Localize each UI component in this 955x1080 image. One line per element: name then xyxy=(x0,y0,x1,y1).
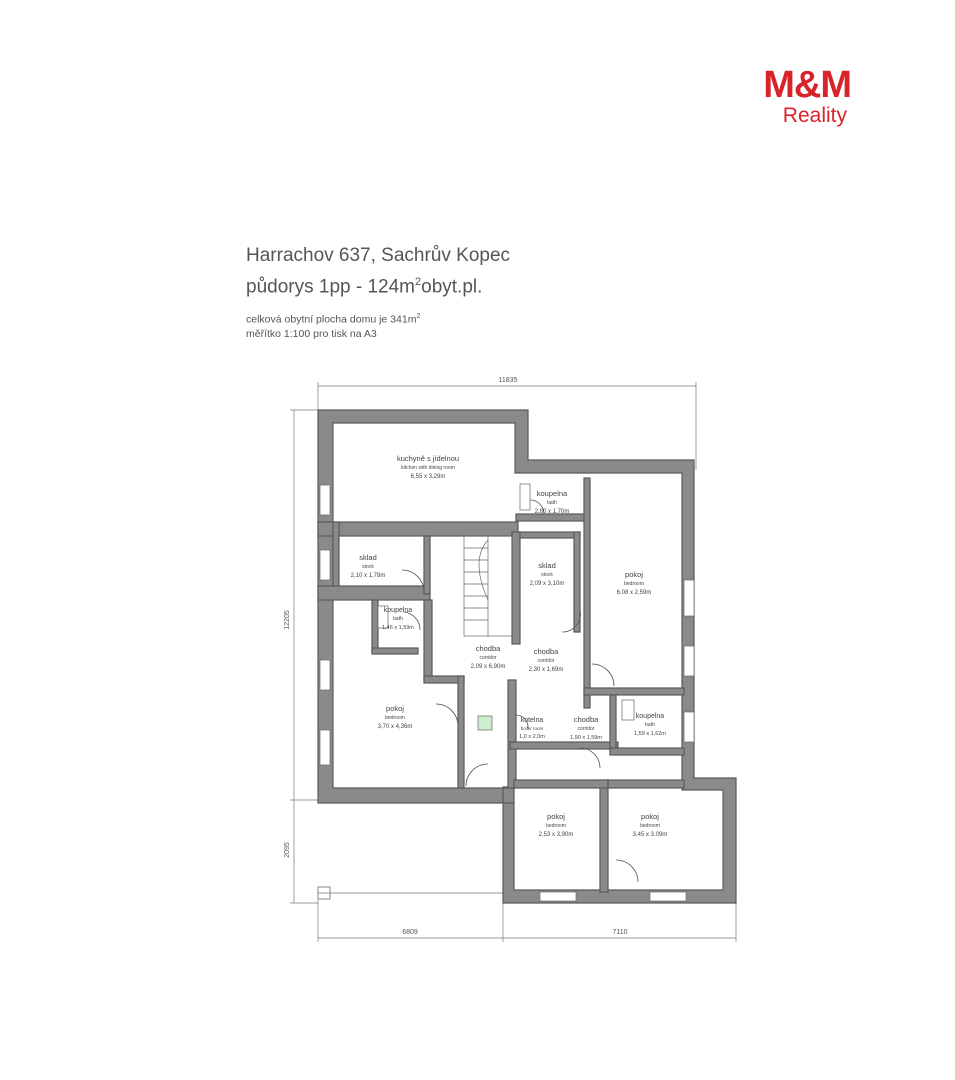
room-size: 1,59 x 1,62m xyxy=(634,731,666,737)
room-bedroom-br: pokoj bedroom 3,45 x 3,09m xyxy=(633,812,668,838)
room-name-en: stock xyxy=(362,564,374,570)
room-size: 2,10 x 1,78m xyxy=(351,573,386,579)
room-name: chodba xyxy=(476,644,501,653)
room-name-en: bedroom xyxy=(640,823,660,829)
room-size: 1,0 x 2,0m xyxy=(519,734,545,740)
room-name: chodba xyxy=(534,647,559,656)
room-corridor-main: chodba corridor 2,09 x 6,90m xyxy=(471,644,506,670)
room-name-en: boiler room xyxy=(521,726,544,731)
dim-left-lower: 2095 xyxy=(284,842,291,858)
staircase xyxy=(463,535,513,637)
room-name: pokoj xyxy=(641,812,659,821)
dim-left: 12205 xyxy=(284,610,291,630)
room-name-en: bath xyxy=(645,722,655,728)
room-boiler: kotelna boiler room 1,0 x 2,0m xyxy=(519,717,545,740)
dimension-lines xyxy=(290,382,737,942)
interior-walls xyxy=(317,477,685,893)
room-name: kuchyně s jídelnou xyxy=(397,454,459,463)
total-area-note: celková obytní plocha domu je 341m2 xyxy=(246,310,510,327)
room-name: pokoj xyxy=(625,570,643,579)
dim-bottom-right: 7110 xyxy=(612,929,627,936)
room-name-en: kitchen with dining room xyxy=(401,465,455,471)
room-name-en: bedroom xyxy=(546,823,566,829)
room-name-en: bath xyxy=(547,500,557,506)
room-bedroom-bl: pokoj bedroom 2,53 x 3,90m xyxy=(539,812,574,838)
room-name: kotelna xyxy=(521,717,544,724)
room-kitchen: kuchyně s jídelnou kitchen with dining r… xyxy=(397,454,459,480)
room-storage-left: sklad stock 2,10 x 1,78m xyxy=(351,553,386,579)
room-size: 1,46 x 1,59m xyxy=(382,625,414,631)
windows xyxy=(319,484,695,902)
room-name: chodba xyxy=(574,715,599,724)
room-corridor-mid: chodba corridor 2,30 x 1,69m xyxy=(529,647,564,673)
room-bath-right: koupelna bath 1,59 x 1,62m xyxy=(634,713,666,737)
room-name-en: bedroom xyxy=(624,581,644,587)
room-bath-left: koupelna bath 1,46 x 1,59m xyxy=(382,607,414,631)
plan-title-prefix: půdorys 1pp - 124m xyxy=(246,276,415,298)
room-size: 3,70 x 4,36m xyxy=(378,724,413,730)
room-corridor-small: chodba corridor 1,90 x 1,59m xyxy=(570,715,602,741)
total-area-prefix: celková obytní plocha domu je 341m xyxy=(246,313,417,326)
plan-title-suffix: obyt.pl. xyxy=(421,276,483,298)
room-name: sklad xyxy=(359,553,377,562)
doors xyxy=(401,499,639,883)
room-name: pokoj xyxy=(547,812,565,821)
room-size: 3,45 x 3,09m xyxy=(633,832,668,838)
dim-bottom-left: 6809 xyxy=(402,929,418,936)
room-size: 2,30 x 1,69m xyxy=(529,667,564,673)
room-name: sklad xyxy=(538,561,556,570)
room-size: 2,53 x 3,90m xyxy=(539,832,574,838)
terrace-post xyxy=(317,886,331,900)
room-name-en: corridor xyxy=(538,658,555,664)
room-name-en: corridor xyxy=(480,655,497,661)
logo-mark: M&M xyxy=(763,64,852,106)
plan-title: půdorys 1pp - 124m2obyt.pl. xyxy=(246,269,510,300)
room-name-en: bedroom xyxy=(385,715,405,721)
room-size: 2,09 x 3,10m xyxy=(530,581,565,587)
property-address: Harrachov 637, Sachrův Kopec xyxy=(246,245,511,266)
room-name-en: bath xyxy=(393,616,403,622)
room-name: koupelna xyxy=(636,713,665,720)
plan-title-sup: 2 xyxy=(415,276,422,288)
total-area-sup: 2 xyxy=(416,313,421,321)
room-name: koupelna xyxy=(537,489,568,498)
room-name: pokoj xyxy=(386,704,404,713)
room-name-en: stock xyxy=(541,572,553,578)
room-bedroom-left: pokoj bedroom 3,70 x 4,36m xyxy=(378,704,413,730)
room-size: 2,80 x 1,70m xyxy=(535,509,570,515)
room-size: 6,55 x 3,29m xyxy=(411,474,446,480)
room-size: 2,09 x 6,90m xyxy=(471,664,506,670)
logo-subtitle: Reality xyxy=(782,104,847,127)
room-name: koupelna xyxy=(384,607,413,614)
room-bedroom-right: pokoj bedroom 6,08 x 2,59m xyxy=(617,570,652,596)
company-logo: M&M Reality xyxy=(736,64,852,128)
room-storage-mid: sklad stock 2,09 x 3,10m xyxy=(530,561,565,587)
dim-top: 11835 xyxy=(499,377,518,384)
scale-note: měřítko 1:100 pro tisk na A3 xyxy=(246,327,377,340)
plan-heading: Harrachov 637, Sachrův Kopec půdorys 1pp… xyxy=(246,243,510,341)
room-size: 1,90 x 1,59m xyxy=(570,735,602,741)
room-size: 6,08 x 2,59m xyxy=(617,590,652,596)
room-name-en: corridor xyxy=(578,726,595,732)
room-bath-top: koupelna bath 2,80 x 1,70m xyxy=(535,489,570,515)
fixtures xyxy=(377,483,635,731)
